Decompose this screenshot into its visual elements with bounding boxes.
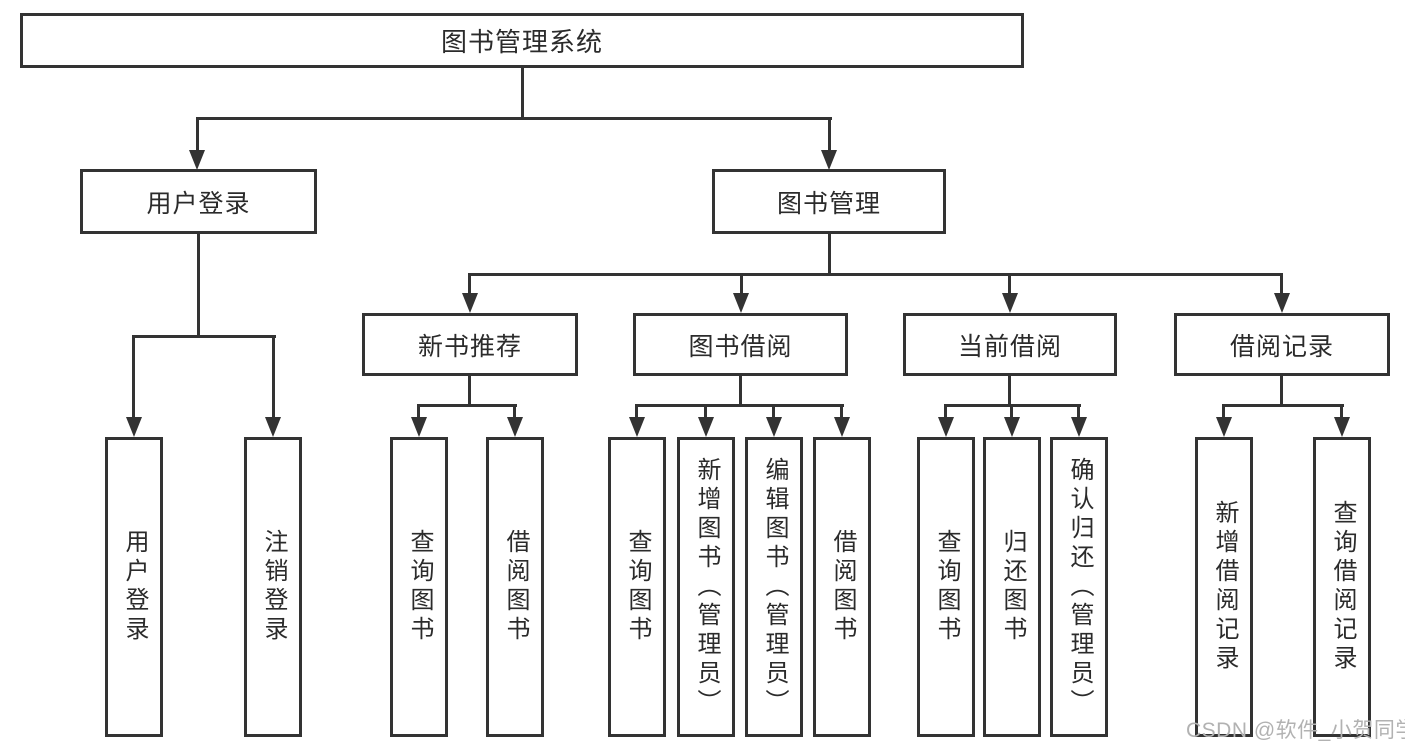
- leaf-current-confirm-return-admin: 确认归还（管理员）: [1050, 437, 1108, 737]
- connector-vline: [1340, 407, 1343, 418]
- connector-vline: [468, 376, 471, 407]
- arrow-down-icon: [411, 417, 427, 437]
- connector-hline: [417, 404, 517, 407]
- connector-vline: [521, 68, 524, 120]
- node-current-borrowing: 当前借阅: [903, 313, 1117, 376]
- connector-vline: [272, 338, 275, 417]
- connector-vline: [739, 376, 742, 407]
- node-label: 用户登录: [121, 529, 148, 645]
- connector-hline: [944, 404, 1081, 407]
- node-label: 借阅记录: [1229, 332, 1334, 361]
- connector-vline: [635, 407, 638, 418]
- connector-hline: [635, 404, 844, 407]
- arrow-down-icon: [766, 417, 782, 437]
- node-label: 归还图书: [999, 529, 1026, 645]
- leaf-borrowing-add-book-admin: 新增图书（管理员）: [677, 437, 735, 737]
- arrow-down-icon: [1274, 293, 1290, 313]
- connector-vline: [828, 120, 831, 151]
- arrow-down-icon: [698, 417, 714, 437]
- leaf-record-query-borrow-record: 查询借阅记录: [1313, 437, 1371, 737]
- leaf-borrowing-edit-book-admin: 编辑图书（管理员）: [745, 437, 803, 737]
- node-label: 新增借阅记录: [1211, 500, 1238, 674]
- node-label: 查询借阅记录: [1329, 500, 1356, 674]
- leaf-current-query-book: 查询图书: [917, 437, 975, 737]
- arrow-down-icon: [1004, 417, 1020, 437]
- node-book-management: 图书管理: [712, 169, 946, 234]
- node-label: 查询图书: [406, 529, 433, 645]
- connector-hline: [132, 335, 276, 338]
- node-borrowing-records: 借阅记录: [1174, 313, 1390, 376]
- arrow-down-icon: [1071, 417, 1087, 437]
- connector-vline: [1077, 407, 1080, 418]
- node-label: 确认归还（管理员）: [1066, 456, 1093, 718]
- node-label: 当前借阅: [957, 332, 1062, 361]
- connector-vline: [944, 407, 947, 418]
- connector-hline: [468, 273, 1283, 276]
- node-user-login: 用户登录: [80, 169, 317, 234]
- connector-vline: [1010, 407, 1013, 418]
- leaf-recommend-query-book: 查询图书: [390, 437, 448, 737]
- node-label: 编辑图书（管理员）: [761, 456, 788, 718]
- arrow-down-icon: [834, 417, 850, 437]
- node-label: 查询图书: [624, 529, 651, 645]
- connector-hline: [196, 117, 832, 120]
- arrow-down-icon: [1334, 417, 1350, 437]
- arrow-down-icon: [1002, 293, 1018, 313]
- node-label: 查询图书: [933, 529, 960, 645]
- connector-vline: [1222, 407, 1225, 418]
- connector-vline: [197, 234, 200, 338]
- node-label: 借阅图书: [829, 529, 856, 645]
- connector-hline: [1222, 404, 1344, 407]
- node-label: 图书管理系统: [440, 27, 603, 57]
- connector-vline: [468, 276, 471, 294]
- arrow-down-icon: [629, 417, 645, 437]
- connector-vline: [1280, 376, 1283, 407]
- node-library-management-system: 图书管理系统: [20, 13, 1024, 68]
- connector-vline: [840, 407, 843, 418]
- arrow-down-icon: [462, 293, 478, 313]
- connector-vline: [417, 407, 420, 418]
- connector-vline: [132, 338, 135, 417]
- arrow-down-icon: [189, 150, 205, 170]
- arrow-down-icon: [821, 150, 837, 170]
- node-label: 注销登录: [260, 529, 287, 645]
- node-label: 图书管理: [776, 189, 881, 218]
- leaf-logout: 注销登录: [244, 437, 302, 737]
- connector-vline: [1008, 376, 1011, 407]
- watermark: CSDN @软件_小贺同学: [1186, 719, 1405, 742]
- arrow-down-icon: [507, 417, 523, 437]
- leaf-current-return-book: 归还图书: [983, 437, 1041, 737]
- node-label: 新书推荐: [417, 332, 522, 361]
- connector-vline: [513, 407, 516, 418]
- node-label: 用户登录: [146, 189, 251, 218]
- node-new-book-recommend: 新书推荐: [362, 313, 578, 376]
- node-label: 图书借阅: [688, 332, 793, 361]
- connector-vline: [1280, 276, 1283, 294]
- leaf-borrowing-query-book: 查询图书: [608, 437, 666, 737]
- leaf-borrowing-borrow-book: 借阅图书: [813, 437, 871, 737]
- connector-vline: [704, 407, 707, 418]
- leaf-recommend-borrow-book: 借阅图书: [486, 437, 544, 737]
- arrow-down-icon: [938, 417, 954, 437]
- node-label: 新增图书（管理员）: [693, 456, 720, 718]
- leaf-record-add-borrow-record: 新增借阅记录: [1195, 437, 1253, 737]
- connector-vline: [772, 407, 775, 418]
- arrow-down-icon: [1216, 417, 1232, 437]
- arrow-down-icon: [265, 417, 281, 437]
- leaf-user-login: 用户登录: [105, 437, 163, 737]
- connector-vline: [828, 234, 831, 276]
- node-label: 借阅图书: [502, 529, 529, 645]
- arrow-down-icon: [733, 293, 749, 313]
- connector-vline: [1008, 276, 1011, 294]
- arrow-down-icon: [126, 417, 142, 437]
- node-book-borrowing: 图书借阅: [633, 313, 848, 376]
- connector-vline: [196, 120, 199, 151]
- connector-vline: [740, 276, 743, 294]
